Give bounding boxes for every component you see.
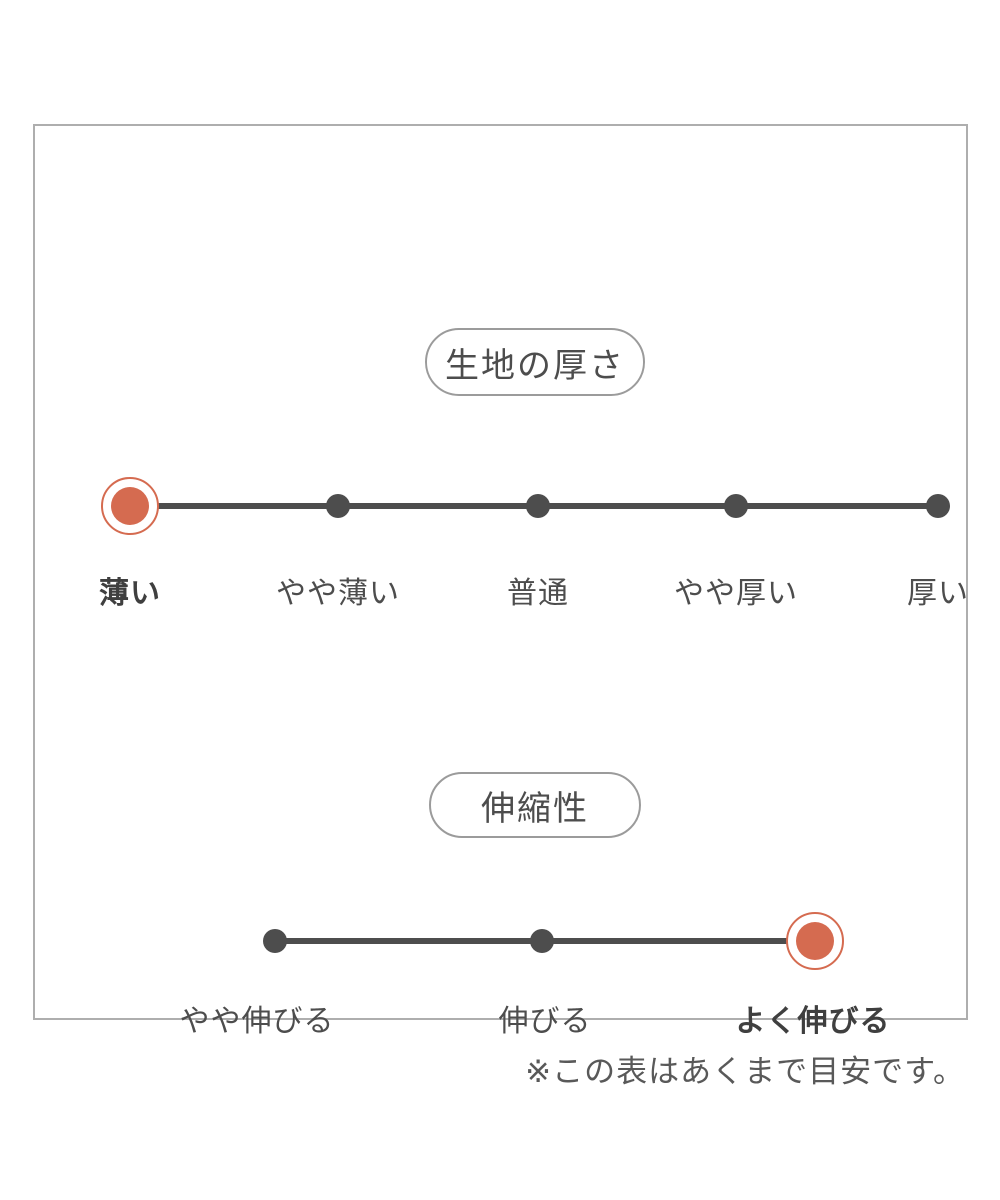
stretch-label-somewhat-stretchy: やや伸びる	[179, 1005, 335, 1038]
disclaimer-footnote: ※この表はあくまで目安です。	[525, 1054, 965, 1089]
thickness-scale-dot	[926, 494, 950, 518]
stretch-selected-marker	[796, 922, 834, 960]
stretch-scale-dot	[263, 929, 287, 953]
section-pill-fabric-thickness: 生地の厚さ	[425, 328, 645, 396]
thickness-scale-dot	[526, 494, 550, 518]
thickness-label-thick: 厚い	[907, 577, 969, 610]
stretch-scale-dot	[530, 929, 554, 953]
thickness-label-thin: 薄い	[99, 577, 161, 610]
section-pill-stretchiness: 伸縮性	[429, 772, 641, 838]
thickness-scale-dot	[326, 494, 350, 518]
section-title-fabric-thickness: 生地の厚さ	[445, 346, 625, 385]
section-title-stretchiness: 伸縮性	[481, 789, 589, 828]
chart-frame: 生地の厚さ 薄い やや薄い 普通 やや厚い 厚い 伸縮性 やや伸びる 伸びる よ…	[33, 124, 968, 1038]
stretch-label-stretchy: 伸びる	[498, 1005, 592, 1038]
thickness-label-normal: 普通	[507, 577, 569, 610]
thickness-scale-dot	[724, 494, 748, 518]
thickness-selected-marker	[111, 487, 149, 525]
stretch-label-very-stretchy: よく伸びる	[735, 1005, 891, 1038]
thickness-label-somewhat-thick: やや厚い	[674, 577, 798, 610]
thickness-label-somewhat-thin: やや薄い	[276, 577, 400, 610]
